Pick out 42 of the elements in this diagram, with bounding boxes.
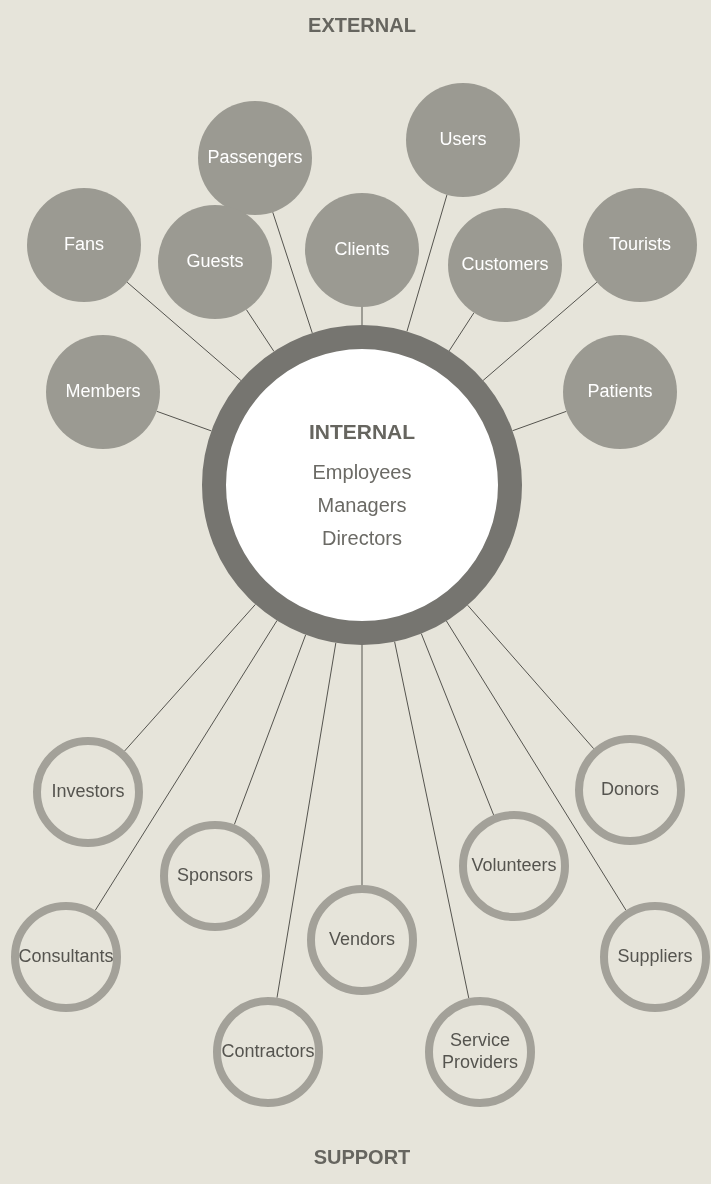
connector-line (126, 281, 242, 381)
node-label: Investors (50, 781, 126, 803)
connector-line (406, 194, 448, 332)
connector-line (245, 309, 275, 352)
connector-line (272, 211, 313, 334)
heading: INTERNAL (307, 419, 417, 446)
connector-line (94, 620, 278, 911)
section-heading: EXTERNAL (308, 14, 416, 37)
connector-line (156, 410, 212, 432)
connector-line (124, 603, 256, 752)
connector-line (361, 644, 363, 886)
node-label: Clients (333, 239, 391, 261)
node-label: Members (64, 381, 142, 403)
connector-line (512, 410, 567, 432)
connector-line (276, 642, 337, 999)
connector-line (467, 604, 595, 750)
node-label: Vendors (327, 929, 397, 951)
node-label: Volunteers (470, 855, 558, 877)
node-label: Patients (586, 381, 654, 403)
connector-line (482, 281, 598, 381)
connector-line (361, 306, 363, 326)
node-label: Employees (311, 459, 413, 485)
node-label: Fans (63, 234, 105, 256)
node-label: Consultants (17, 946, 115, 968)
node-label: Users (438, 129, 488, 151)
connector-line (445, 620, 627, 911)
node-label: Customers (460, 254, 550, 276)
node-label: Passengers (206, 147, 304, 169)
node-label: Donors (600, 779, 660, 801)
node-label: Suppliers (616, 946, 694, 968)
node-label: Contractors (220, 1041, 316, 1063)
node-label: Service Providers (441, 1030, 519, 1074)
connector-line (394, 641, 470, 999)
node-label: Directors (321, 525, 403, 551)
connector-line (233, 634, 307, 825)
node-label: Managers (316, 492, 408, 518)
connector-line (420, 633, 495, 816)
connector-line (448, 312, 475, 352)
node-label: Tourists (608, 234, 672, 256)
node-label: Guests (185, 251, 245, 273)
node-label: Sponsors (175, 865, 254, 887)
section-heading: SUPPORT (313, 1146, 411, 1169)
